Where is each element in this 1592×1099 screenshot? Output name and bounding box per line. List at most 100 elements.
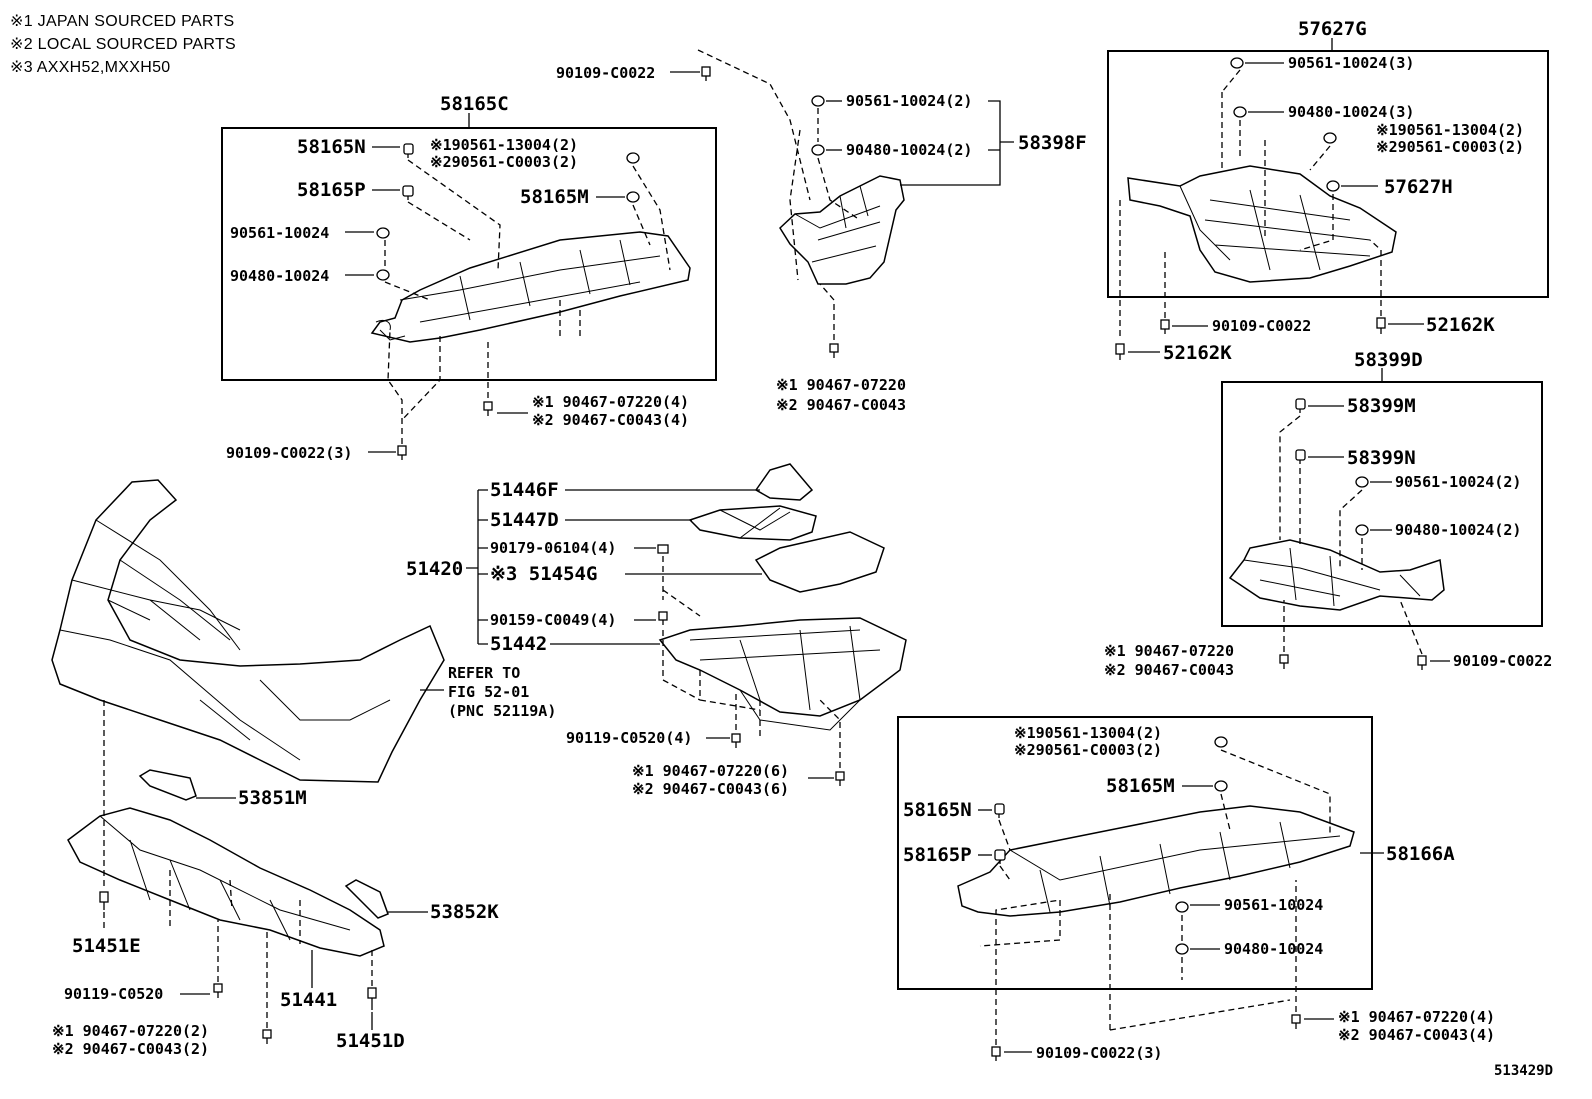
label-bolt-japan[interactable]: ※1 90467-07220(4) xyxy=(532,393,689,411)
label-clip-90109[interactable]: 90109-C0022(3) xyxy=(226,444,352,462)
label-58165n-br[interactable]: 58165N xyxy=(903,799,972,821)
label-58165n[interactable]: 58165N xyxy=(297,136,366,158)
nut-90561-10024[interactable] xyxy=(376,227,390,239)
label-51446f[interactable]: 51446F xyxy=(490,479,559,501)
label-53851m[interactable]: 53851M xyxy=(238,787,307,809)
label-51454g[interactable]: ※3 51454G xyxy=(490,563,597,585)
side-cover-58398f[interactable] xyxy=(779,175,905,285)
bolt-90467-07220-br[interactable] xyxy=(1291,1014,1301,1029)
label-br-nut-local[interactable]: ※290561-C0003(2) xyxy=(1014,741,1162,759)
label-c-bolt-japan[interactable]: ※1 90467-07220(6) xyxy=(632,762,789,780)
nut-90561-10024-d[interactable] xyxy=(1355,476,1369,488)
fastener-58165p-br[interactable] xyxy=(994,849,1006,864)
label-bolt-local[interactable]: ※2 90467-C0043(4) xyxy=(532,411,689,429)
nut-90561-10024-2[interactable] xyxy=(811,95,825,107)
nut-90561-10024-3[interactable] xyxy=(1230,57,1244,69)
group-label-58399d[interactable]: 58399D xyxy=(1354,349,1423,371)
label-58165m-br[interactable]: 58165M xyxy=(1106,775,1175,797)
under-cover-58165c[interactable] xyxy=(370,231,691,343)
label-58165p-br[interactable]: 58165P xyxy=(903,844,972,866)
label-90109-br[interactable]: 90109-C0022(3) xyxy=(1036,1044,1162,1062)
nut-90561-13004-tr[interactable] xyxy=(1323,132,1337,144)
label-52162k-right[interactable]: 52162K xyxy=(1426,314,1495,336)
fastener-58165m[interactable] xyxy=(626,191,640,203)
bolt-90119-c0520-bl[interactable] xyxy=(213,983,223,998)
label-58165p[interactable]: 58165P xyxy=(297,179,366,201)
label-90109-d[interactable]: 90109-C0022 xyxy=(1453,652,1552,670)
under-cover-57627g[interactable] xyxy=(1127,165,1397,283)
label-51451e[interactable]: 51451E xyxy=(72,935,141,957)
clip-90109-c0022[interactable] xyxy=(397,445,407,460)
label-center-bolt-local[interactable]: ※2 90467-C0043 xyxy=(776,396,906,414)
nut-90179-06104[interactable] xyxy=(657,544,669,554)
nut-90480-10024-3[interactable] xyxy=(1233,106,1247,118)
label-90561-br[interactable]: 90561-10024 xyxy=(1224,896,1323,914)
group-label-51420[interactable]: 51420 xyxy=(406,558,463,580)
cover-51454g[interactable] xyxy=(754,531,885,593)
label-51441[interactable]: 51441 xyxy=(280,989,337,1011)
label-90159[interactable]: 90159-C0049(4) xyxy=(490,611,616,629)
group-label-58398f[interactable]: 58398F xyxy=(1018,132,1087,154)
under-cover-51441[interactable] xyxy=(67,807,385,957)
label-tr-nut-local[interactable]: ※290561-C0003(2) xyxy=(1376,138,1524,156)
label-51442[interactable]: 51442 xyxy=(490,633,547,655)
bolt-90467-07220-center[interactable] xyxy=(829,343,839,358)
label-br-bolt-japan[interactable]: ※1 90467-07220(4) xyxy=(1338,1008,1495,1026)
fastener-58165n[interactable] xyxy=(403,143,414,158)
plate-51446f[interactable] xyxy=(754,463,814,501)
retainer-53851m[interactable] xyxy=(138,769,197,801)
label-90561-d[interactable]: 90561-10024(2) xyxy=(1395,473,1521,491)
nut-90480-10024[interactable] xyxy=(376,269,390,281)
label-nut-japan[interactable]: ※190561-13004(2) xyxy=(430,136,578,154)
bolt-90467-07220-c[interactable] xyxy=(835,771,845,786)
label-90480-2[interactable]: 90480-10024(2) xyxy=(846,141,972,159)
bolt-90467-07220-bl[interactable] xyxy=(262,1029,272,1044)
front-bumper-cover[interactable] xyxy=(51,479,445,783)
label-57627h[interactable]: 57627H xyxy=(1384,176,1453,198)
group-label-58165c[interactable]: 58165C xyxy=(440,93,509,115)
side-cover-58399d[interactable] xyxy=(1228,539,1445,611)
bolt-90467-07220[interactable] xyxy=(483,401,493,416)
label-nut-local[interactable]: ※290561-C0003(2) xyxy=(430,153,578,171)
label-d-bolt-japan[interactable]: ※1 90467-07220 xyxy=(1104,642,1234,660)
label-90179[interactable]: 90179-06104(4) xyxy=(490,539,616,557)
label-52162k-left[interactable]: 52162K xyxy=(1163,342,1232,364)
clip-90109-c0022-d[interactable] xyxy=(1417,655,1427,670)
label-51447d[interactable]: 51447D xyxy=(490,509,559,531)
clip-90109-c0022-br[interactable] xyxy=(991,1046,1001,1061)
label-tr-nut-japan[interactable]: ※190561-13004(2) xyxy=(1376,121,1524,139)
bolt-90119-c0520[interactable] xyxy=(731,733,741,748)
label-53852k[interactable]: 53852K xyxy=(430,901,499,923)
label-58399m[interactable]: 58399M xyxy=(1347,395,1416,417)
label-br-nut-japan[interactable]: ※190561-13004(2) xyxy=(1014,724,1162,742)
label-refer-to[interactable]: REFER TO xyxy=(448,664,520,682)
bolt-90159-c0049[interactable] xyxy=(658,611,668,625)
nut-90561-10024-br[interactable] xyxy=(1175,901,1189,913)
label-90561-10024[interactable]: 90561-10024 xyxy=(230,224,329,242)
fastener-58399n[interactable] xyxy=(1295,449,1306,464)
group-label-57627g[interactable]: 57627G xyxy=(1298,18,1367,40)
bolt-90467-07220-d[interactable] xyxy=(1279,654,1289,669)
label-center-bolt-japan[interactable]: ※1 90467-07220 xyxy=(776,376,906,394)
label-br-bolt-local[interactable]: ※2 90467-C0043(4) xyxy=(1338,1026,1495,1044)
label-90480-3[interactable]: 90480-10024(3) xyxy=(1288,103,1414,121)
nut-90480-10024-2[interactable] xyxy=(811,144,825,156)
fastener-58399m[interactable] xyxy=(1295,398,1306,413)
label-bl-bolt-local[interactable]: ※2 90467-C0043(2) xyxy=(52,1040,209,1058)
label-90480-br[interactable]: 90480-10024 xyxy=(1224,940,1323,958)
label-90561-2[interactable]: 90561-10024(2) xyxy=(846,92,972,110)
clip-52162k-left[interactable] xyxy=(1115,343,1125,360)
plate-51442[interactable] xyxy=(658,617,907,717)
label-90480-d[interactable]: 90480-10024(2) xyxy=(1395,521,1521,539)
clip-52162k-right[interactable] xyxy=(1376,317,1386,334)
label-refer-fig[interactable]: FIG 52-01 xyxy=(448,683,529,701)
fastener-57627h[interactable] xyxy=(1326,180,1340,192)
label-90119-bl[interactable]: 90119-C0520 xyxy=(64,985,163,1003)
label-90119-c[interactable]: 90119-C0520(4) xyxy=(566,729,692,747)
label-refer-pnc[interactable]: (PNC 52119A) xyxy=(448,702,556,720)
label-51451d[interactable]: 51451D xyxy=(336,1030,405,1052)
label-c-bolt-local[interactable]: ※2 90467-C0043(6) xyxy=(632,780,789,798)
label-90480-10024[interactable]: 90480-10024 xyxy=(230,267,329,285)
label-90109-tr[interactable]: 90109-C0022 xyxy=(1212,317,1311,335)
fastener-58165p[interactable] xyxy=(402,185,414,200)
